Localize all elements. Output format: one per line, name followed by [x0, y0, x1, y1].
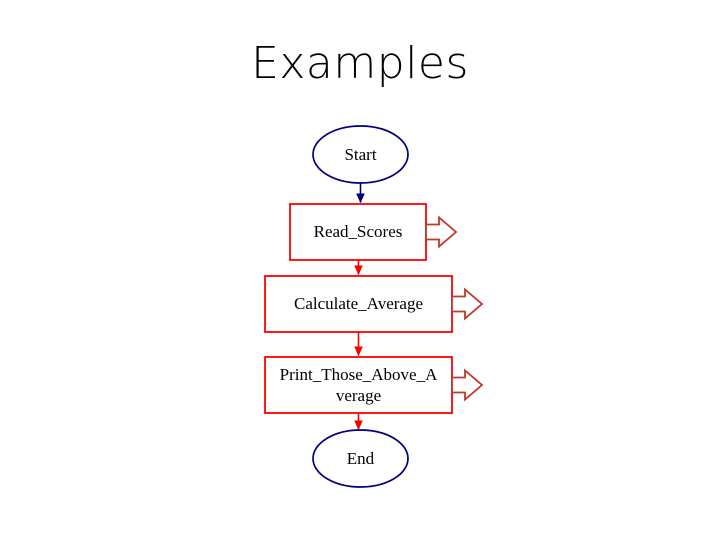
page-title: Examples [251, 38, 469, 89]
callout-arrow-calculate-average-icon[interactable] [451, 287, 484, 321]
callout-arrow-print-those-above-average-icon[interactable] [451, 368, 484, 402]
node-read-scores-shape[interactable] [289, 203, 427, 261]
callout-arrow-read-scores-icon[interactable] [425, 215, 458, 249]
node-print-those-above-average-shape[interactable] [264, 356, 453, 414]
node-calculate-average-shape[interactable] [264, 275, 453, 333]
node-end-shape[interactable] [312, 429, 409, 488]
node-start-shape[interactable] [312, 125, 409, 184]
